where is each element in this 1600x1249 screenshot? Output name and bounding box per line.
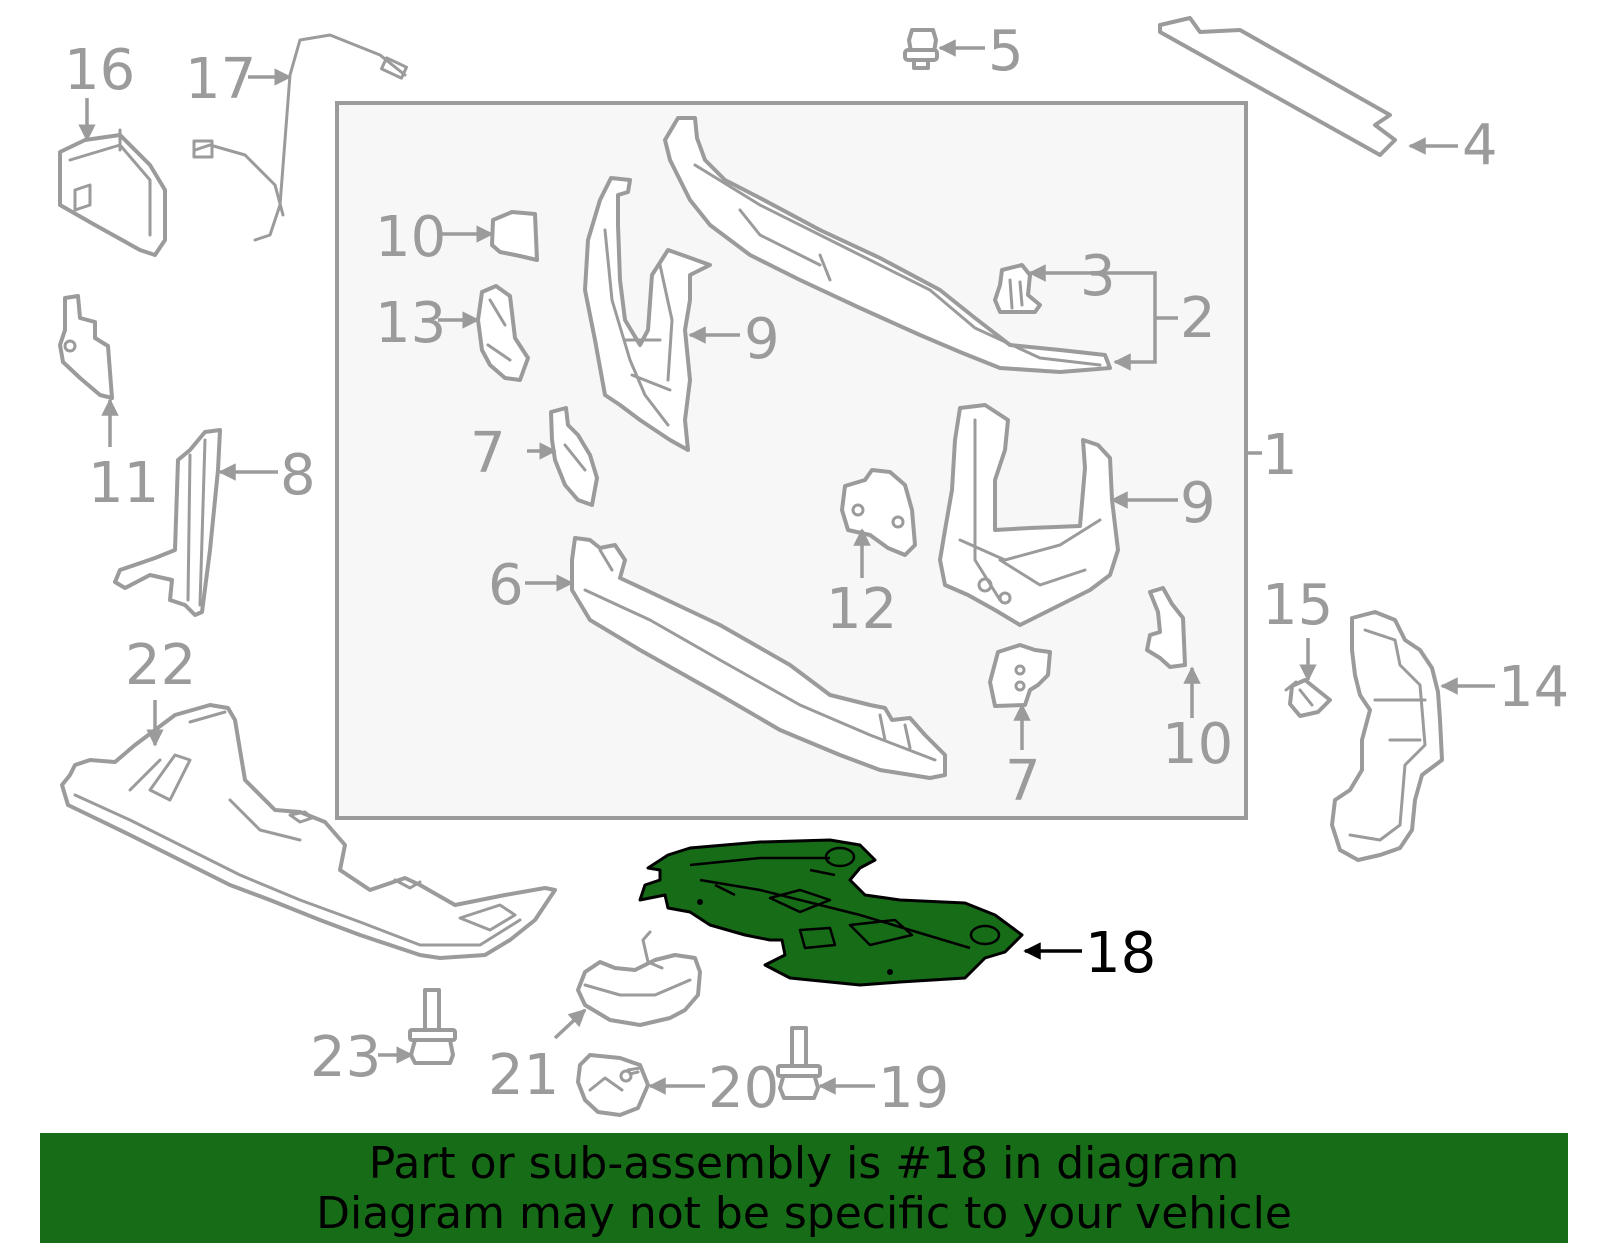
callout-20: 20 — [708, 1056, 779, 1121]
part-21-guide — [576, 930, 702, 1027]
part-19-bolt — [776, 1026, 822, 1100]
part-17-harness — [192, 33, 409, 242]
part-2-upper-bar — [663, 116, 1112, 374]
part-22-lower-frame — [60, 703, 557, 960]
callout-2: 2 — [1180, 286, 1216, 351]
part-7-right — [988, 643, 1052, 708]
banner-line-1: Part or sub-assembly is #18 in diagram — [368, 1138, 1240, 1189]
info-banner: Part or sub-assembly is #18 in diagram D… — [40, 1133, 1568, 1243]
part-8-pillar — [113, 428, 222, 617]
callout-10-top: 10 — [375, 205, 446, 270]
part-6-lower-bar — [570, 536, 947, 780]
callout-9-lower: 9 — [1180, 471, 1216, 536]
part-11-bracket — [58, 294, 114, 400]
callout-19: 19 — [878, 1056, 949, 1121]
part-14-duct — [1330, 610, 1444, 862]
part-20-bracket — [576, 1053, 650, 1117]
part-9-upper — [583, 176, 712, 452]
callout-8: 8 — [280, 443, 316, 508]
callout-5: 5 — [988, 19, 1024, 84]
callout-12: 12 — [826, 577, 897, 642]
callout-10-right: 10 — [1162, 712, 1233, 777]
callout-16: 16 — [64, 38, 135, 103]
callout-21: 21 — [488, 1043, 559, 1108]
callout-14: 14 — [1498, 655, 1569, 720]
callout-6: 6 — [488, 553, 524, 618]
callout-1: 1 — [1262, 423, 1298, 488]
callout-15: 15 — [1262, 573, 1333, 638]
callout-18-highlighted: 18 — [1085, 921, 1156, 986]
part-15-clip — [1284, 678, 1332, 718]
part-9-lower — [938, 403, 1120, 627]
callout-7-right: 7 — [1005, 749, 1041, 814]
banner-line-2: Diagram may not be specific to your vehi… — [316, 1188, 1292, 1239]
part-4-seal — [1158, 16, 1397, 157]
callout-23: 23 — [310, 1025, 381, 1090]
part-12 — [840, 468, 917, 557]
part-13 — [476, 284, 530, 382]
callout-7-left: 7 — [470, 421, 506, 486]
part-18-engine-under-cover — [638, 838, 1024, 987]
part-23-bolt — [408, 988, 457, 1065]
callout-labels: 16 17 5 4 10 13 9 3 2 7 11 8 1 9 12 6 7 … — [64, 19, 1569, 1121]
callout-11: 11 — [88, 451, 159, 516]
callout-17: 17 — [185, 47, 256, 112]
callout-9-upper: 9 — [744, 307, 780, 372]
part-16-module — [58, 128, 167, 257]
callout-22: 22 — [125, 633, 196, 698]
leader-lines — [78, 39, 1495, 1095]
callout-13: 13 — [375, 291, 446, 356]
callout-3: 3 — [1080, 244, 1116, 309]
part-5-clip — [903, 28, 939, 70]
callout-4: 4 — [1462, 113, 1498, 178]
part-10-top — [490, 210, 539, 262]
part-10-right — [1145, 586, 1187, 669]
